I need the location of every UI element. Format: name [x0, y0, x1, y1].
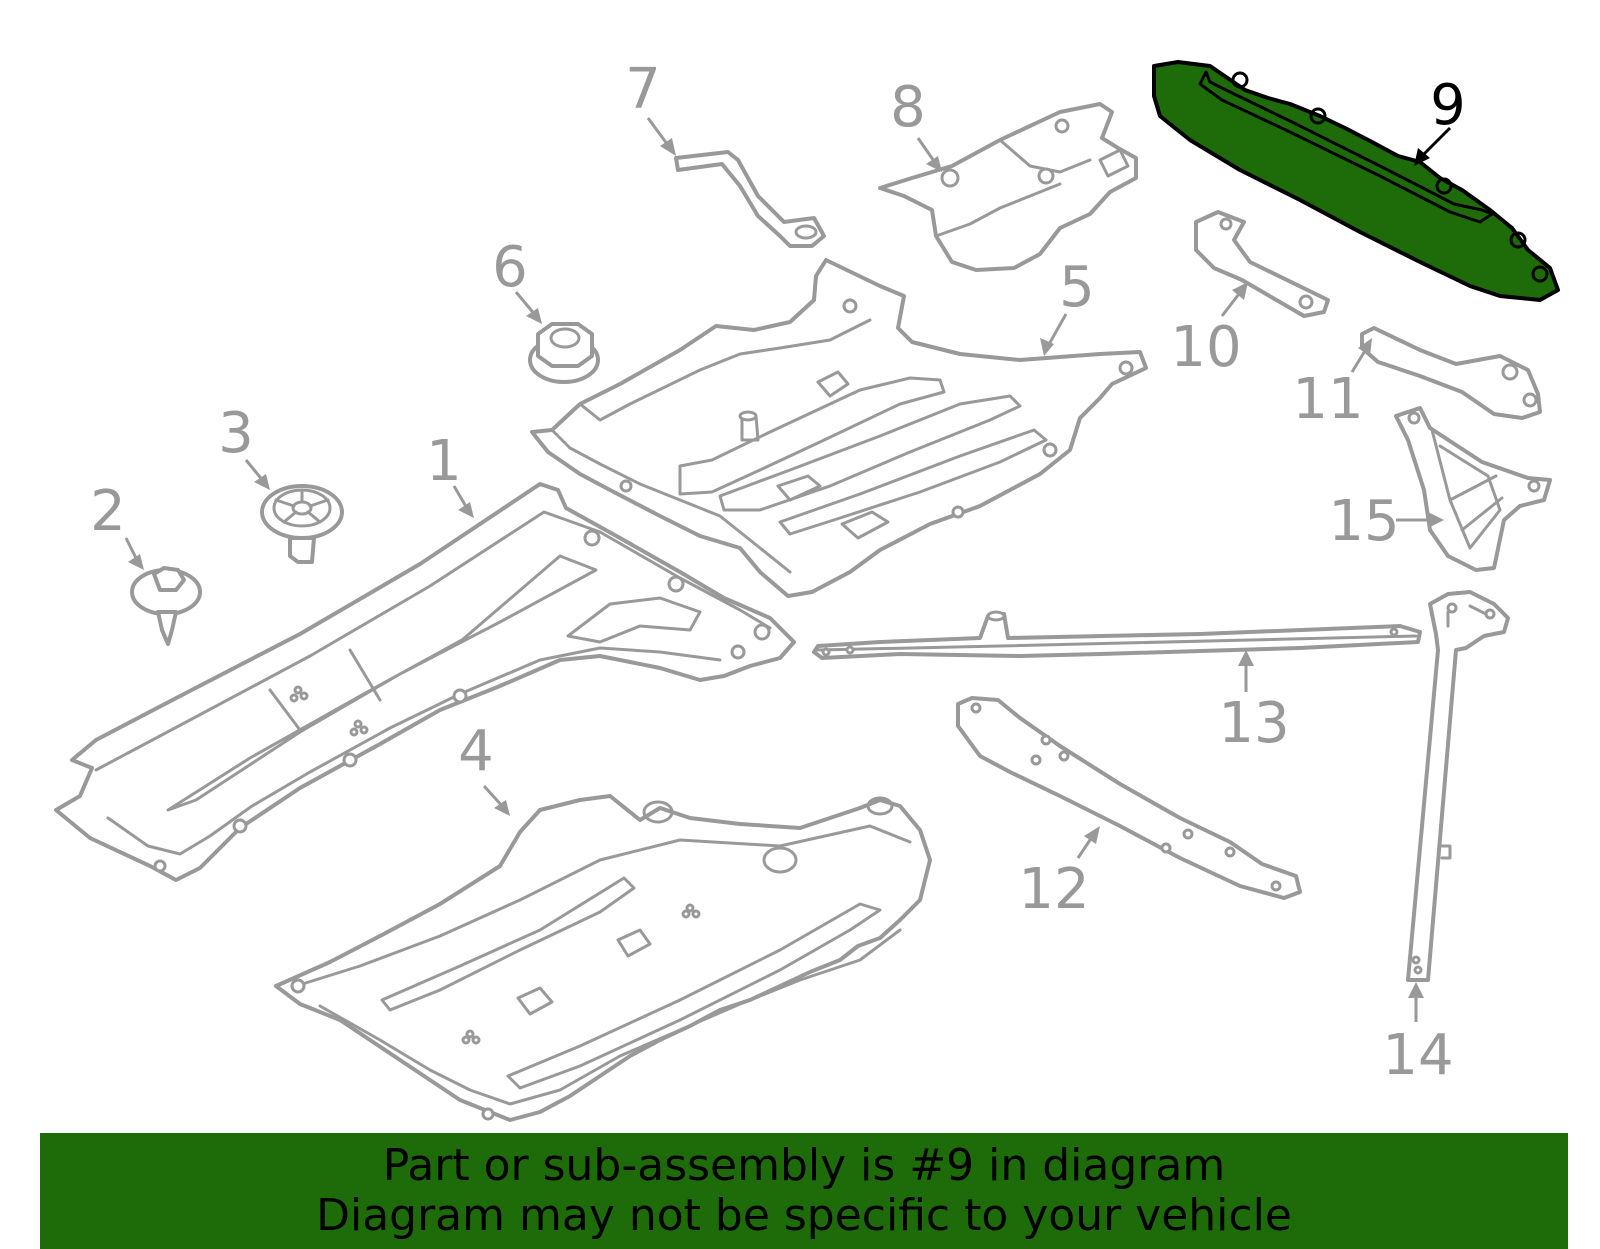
part-7-bracket: [674, 150, 826, 248]
callout-7: 7: [625, 57, 661, 122]
callout-15: 15: [1328, 489, 1399, 554]
banner-line-2: Diagram may not be specific to your vehi…: [316, 1190, 1292, 1241]
part-9-highlighted: [1152, 60, 1560, 302]
part-3-clip: [260, 484, 344, 564]
part-12-brace: [956, 696, 1302, 900]
callout-5: 5: [1059, 255, 1095, 320]
part-6-nut: [528, 322, 600, 384]
callout-12: 12: [1018, 857, 1089, 922]
callout-8: 8: [890, 75, 926, 140]
callout-3: 3: [218, 401, 254, 466]
part-1-underbody-shield: [54, 482, 796, 882]
part-15-bracket: [1394, 406, 1552, 572]
callout-13: 13: [1218, 691, 1289, 756]
part-8-shield: [878, 102, 1138, 272]
callout-9: 9: [1430, 73, 1466, 138]
part-11-bracket: [1360, 326, 1542, 420]
callout-2: 2: [90, 479, 126, 544]
info-banner: Part or sub-assembly is #9 in diagram Di…: [40, 1133, 1568, 1249]
part-10-bracket: [1194, 210, 1330, 318]
part-5-underbody-shield: [530, 258, 1148, 598]
callout-14: 14: [1382, 1023, 1453, 1088]
callout-4: 4: [458, 719, 494, 784]
part-2-screw: [130, 566, 202, 646]
part-4-underbody-shield: [274, 794, 932, 1122]
callout-6: 6: [492, 235, 528, 300]
part-13-crossmember: [812, 610, 1422, 660]
callout-1: 1: [426, 429, 462, 494]
callout-10: 10: [1170, 315, 1241, 380]
callout-11: 11: [1292, 367, 1363, 432]
part-14-strut: [1406, 590, 1510, 982]
banner-line-1: Part or sub-assembly is #9 in diagram: [382, 1140, 1226, 1191]
